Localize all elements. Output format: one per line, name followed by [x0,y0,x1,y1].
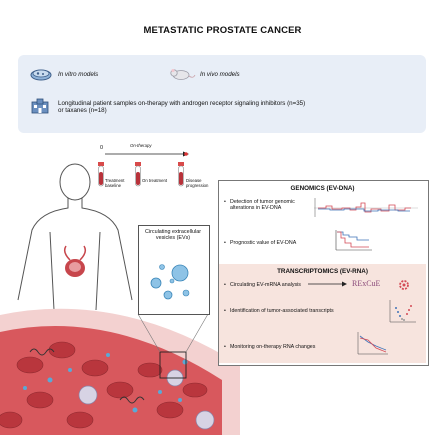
transcriptomics-item-tumor: Identification of tumor-associated trans… [230,308,334,314]
transcriptomics-item-monitoring: Monitoring on-therapy RNA changes [230,344,316,350]
transcriptomics-item-mrna: Circulating EV-mRNA analysis [230,282,301,288]
timeline-zero: 0 [100,145,104,151]
bullet: • [224,282,226,288]
survival-curve-icon [335,230,372,251]
bullet: • [224,199,226,205]
blood-tube-icon [98,162,104,187]
tube-label-progression: Disease progression [186,178,209,188]
bullet: • [224,240,226,246]
rexcue-logo: RExCuE [352,279,381,288]
in-vivo-label: In vivo models [200,71,240,78]
transcriptomics-header: TRANSCRIPTOMICS (EV-RNA) [277,268,368,275]
copy-number-plot-icon [314,198,418,217]
blood-tube-icon [135,162,141,187]
gear-icon [399,280,409,290]
hospital-icon [31,98,49,114]
therapy-timeline [105,151,189,157]
human-body-illustration [17,163,133,310]
extracellular-vesicles-icon [150,264,190,300]
models-panel [18,55,426,133]
genomics-section [219,181,426,263]
tube-label-baseline: Treatment baseline [105,178,125,188]
mouse-icon [170,69,196,80]
figure-title: METASTATIC PROSTATE CANCER [143,25,302,36]
transcriptomics-section [219,264,426,363]
genomics-header: GENOMICS (EV-DNA) [290,185,355,192]
bullet: • [224,308,226,314]
on-therapy-label: On-therapy [130,143,152,148]
genomics-item-detection: Detection of tumor genomic alterations i… [230,199,295,212]
patient-samples-line1: Longitudinal patient samples on-therapy … [58,100,306,107]
genomics-item-prognostic: Prognostic value of EV-DNA [230,240,297,246]
patient-samples-line2: or taxanes (n=18) [58,107,107,114]
volcano-plot-icon [389,300,416,323]
bullet: • [224,344,226,350]
blood-vessel-illustration [0,308,240,435]
blood-tube-icon [178,162,184,187]
arrow-icon [308,281,347,287]
petri-dish-icon [30,69,52,81]
in-vitro-label: In vitro models [58,71,99,78]
expression-change-plot-icon [357,332,388,355]
tube-label-on-treatment: On treatment [142,178,168,183]
ev-label: Circulating extracellular vesicles (EVs) [144,229,202,242]
